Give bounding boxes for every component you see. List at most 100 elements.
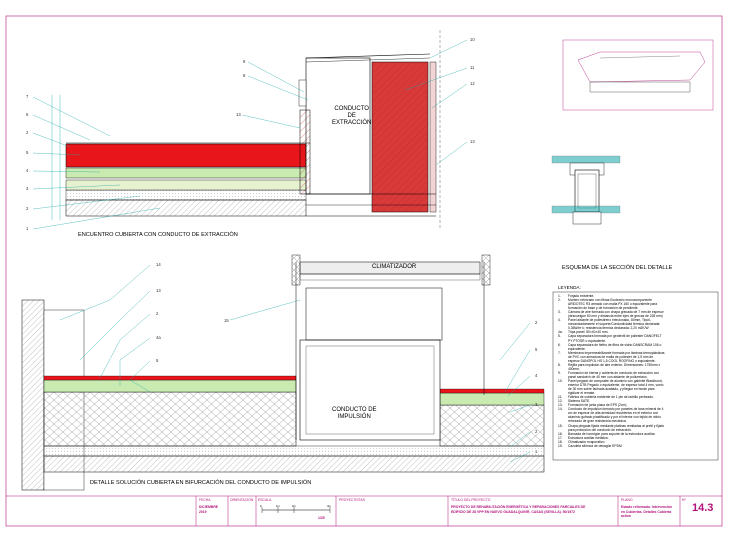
legend-item: 7. Membrana impermeabilizante formada por… bbox=[558, 351, 718, 355]
legend-item: PY PTOSR o equivalente. bbox=[558, 339, 718, 343]
callout: 2 bbox=[535, 320, 538, 325]
legend-item: panel sandwich de 40 mm con aislante de … bbox=[558, 375, 718, 379]
legend-item-text: equivalente. bbox=[568, 346, 586, 351]
tb-fecha-value: DICIEMBRE 2019 bbox=[199, 505, 219, 514]
legend-item-text: Conducto de impulsión formado por panele… bbox=[568, 407, 664, 412]
legend-item-text: Rejilla para impulsión de aire exterior.… bbox=[568, 362, 661, 367]
legend-item-number: 16. bbox=[558, 431, 563, 436]
legend-item: 3.Cámara de aire formada con chapa greca… bbox=[558, 310, 718, 314]
legend-item: 14. Conducto de impulsión formado por pan… bbox=[558, 407, 718, 411]
impulsion-duct-box bbox=[299, 339, 441, 441]
legend-item: 4.Panel aislante de poliestireno extruio… bbox=[558, 318, 718, 322]
tb-n-value: 14.3 bbox=[692, 502, 714, 514]
top-membrane bbox=[65, 143, 307, 168]
tb-titulo-label: TÍTULO DEL PROYECTO bbox=[451, 498, 491, 502]
legend-item: 18. Climatizador evaporativo. bbox=[558, 440, 718, 444]
sheet-frame bbox=[5, 15, 723, 527]
callout: 2 bbox=[156, 311, 159, 316]
callout: 6 bbox=[26, 112, 29, 117]
legend-item: 16. Bancada de hormigón para soporte de l… bbox=[558, 432, 718, 436]
legend-item-text: ARIDOTEC R3 armado con malla PX 160 o eq… bbox=[568, 302, 658, 307]
legend-item: (descuelgue 50 mm y distancia entre ejes… bbox=[558, 314, 718, 318]
tb-orientation-label: ORIENTACIÓN bbox=[230, 498, 254, 502]
legend-item: 1.Forjado existente. bbox=[558, 294, 718, 298]
legend-item-text: panel sandwich de 40 mm con aislante de … bbox=[568, 374, 648, 379]
legend-item-text: Membrana impermeabilizante formada por l… bbox=[568, 350, 665, 355]
callout: 14 bbox=[156, 262, 161, 267]
callout: 15 bbox=[224, 318, 229, 323]
legend-box bbox=[552, 291, 719, 461]
legend-item: exterior DTB Pegado o equivalente, de es… bbox=[558, 383, 718, 387]
top-detail-title: ENCUENTRO CUBIERTA CON CONDUCTO DE EXTRA… bbox=[78, 232, 238, 238]
tb-escala-label: ESCALA bbox=[258, 498, 272, 502]
section-scheme-title: ESQUEMA DE LA SECCIÓN DEL DETALLE bbox=[562, 265, 673, 271]
legend-item-text: espesor DANOPOL HS 1,5 COOL ROOFING o eq… bbox=[568, 358, 656, 363]
legend-item: espesor DANOPOL HS 1,5 COOL ROOFING o eq… bbox=[558, 359, 718, 363]
callout: 12 bbox=[470, 81, 475, 86]
legend-item: 10. Panel pegado de composite de aluminio… bbox=[558, 379, 718, 383]
legend-item: 2.Mortero reforzado con fibras Ecotecnic… bbox=[558, 298, 718, 302]
top-grille bbox=[298, 79, 307, 107]
impulsion-duct-label: CONDUCTO DE IMPULSIÓN bbox=[332, 407, 377, 420]
legend-item: 19. Cazoleta sifónica de desagüe EPDM bbox=[558, 444, 718, 448]
callout: 9 bbox=[243, 59, 246, 64]
callout: 10 bbox=[470, 37, 475, 42]
legend-item-number: 7. bbox=[558, 350, 561, 355]
callout: 1 bbox=[535, 449, 538, 454]
legend-item-number: 3. bbox=[558, 310, 561, 315]
legend-item: 5.Capa separadora formada por geotextil … bbox=[558, 334, 718, 338]
tb-proyectistas-label: PROYECTISTAS bbox=[339, 498, 365, 502]
legend-item-text: Capa separadora formada por geotextil de… bbox=[568, 334, 662, 339]
bottom-detail bbox=[21, 254, 545, 491]
top-parapet bbox=[299, 109, 311, 195]
legend-item-number: 2. bbox=[558, 298, 561, 303]
legend-item-text: Sistema SATE. bbox=[568, 399, 591, 404]
legend-item-number: 14. bbox=[558, 407, 563, 412]
tb-scale-tick: 4m bbox=[327, 504, 331, 508]
legend-item-text: reforzado de gran resistencia mecánica. bbox=[568, 419, 627, 424]
legend-item: de 30 mm sobre fachada acabado, y pliegu… bbox=[558, 387, 718, 391]
legend-item-text: Panel pegado de composite de aluminio co… bbox=[568, 378, 663, 383]
bottom-insulation-left bbox=[43, 391, 297, 447]
legend-item: 17.Estructura auxiliar metálica. bbox=[558, 436, 718, 440]
callout: 2 bbox=[26, 206, 29, 211]
legend-item-text: 0,36W/m·k; resistencia térmica declarada… bbox=[568, 326, 649, 331]
legend-item-number: 10. bbox=[558, 378, 563, 383]
callout: 8 bbox=[243, 73, 246, 78]
legend-item: formación de base y de formación de pend… bbox=[558, 306, 718, 310]
callout: 5 bbox=[535, 347, 538, 352]
legend-item: 15.Chapa plegada fijada mediante platina… bbox=[558, 424, 718, 428]
legend-item-text: Panel aislante de poliestireno extruiona… bbox=[568, 318, 652, 323]
legend-item-number: 19. bbox=[558, 443, 563, 448]
callout: 2 bbox=[26, 130, 29, 135]
legend-item: ARIDOTEC R3 armado con malla PX 160 o eq… bbox=[558, 302, 718, 306]
callout: 13 bbox=[470, 139, 475, 144]
legend-item-number: 18. bbox=[558, 439, 563, 444]
legend-item-text: para protección del conducto de extracci… bbox=[568, 427, 632, 432]
legend-item: reforzado de gran resistencia mecánica. bbox=[558, 419, 718, 423]
legend-item-text: Formación de hierba y cubierta de conduc… bbox=[568, 370, 660, 375]
legend-item-text: Bancada de hormigón para soporte de la e… bbox=[568, 431, 656, 436]
top-slab bbox=[65, 199, 307, 217]
callout: 13 bbox=[156, 288, 161, 293]
callout: 5 bbox=[156, 358, 159, 363]
legend-heading: LEYENDA: bbox=[558, 285, 581, 290]
legend-item-number: 11. bbox=[558, 395, 563, 400]
legend-item: 0,36W/m·k; resistencia térmica declarada… bbox=[558, 326, 718, 330]
legend-item-text: Cazoleta sifónica de desagüe EPDM bbox=[568, 443, 622, 448]
tb-scale-tick: 0 bbox=[260, 504, 262, 508]
legend-item-text: Climatizador evaporativo. bbox=[568, 439, 606, 444]
legend-item-text: exterior DTB Pegado o equivalente, de es… bbox=[568, 383, 664, 388]
legend-item-text: (descuelgue 50 mm y distancia entre ejes… bbox=[568, 314, 663, 319]
legend-item-text: Capa separadora de fieltro de fibra de v… bbox=[568, 342, 662, 347]
legend-item: 400mm. bbox=[558, 367, 718, 371]
tb-titulo-value: PROYECTO DE REHABILITACIÓN ENERGÉTICA Y … bbox=[451, 505, 586, 514]
top-sate bbox=[429, 61, 437, 213]
legend-item-number: 8. bbox=[558, 362, 561, 367]
legend-item-number: 4a. bbox=[558, 330, 563, 335]
legend-item-text: de 30 mm sobre fachada acabado, y pliegu… bbox=[568, 387, 655, 392]
bottom-insulation-right bbox=[439, 404, 545, 447]
legend-item-text: Fábrica de cubierta existente de 1 pie d… bbox=[568, 395, 654, 400]
